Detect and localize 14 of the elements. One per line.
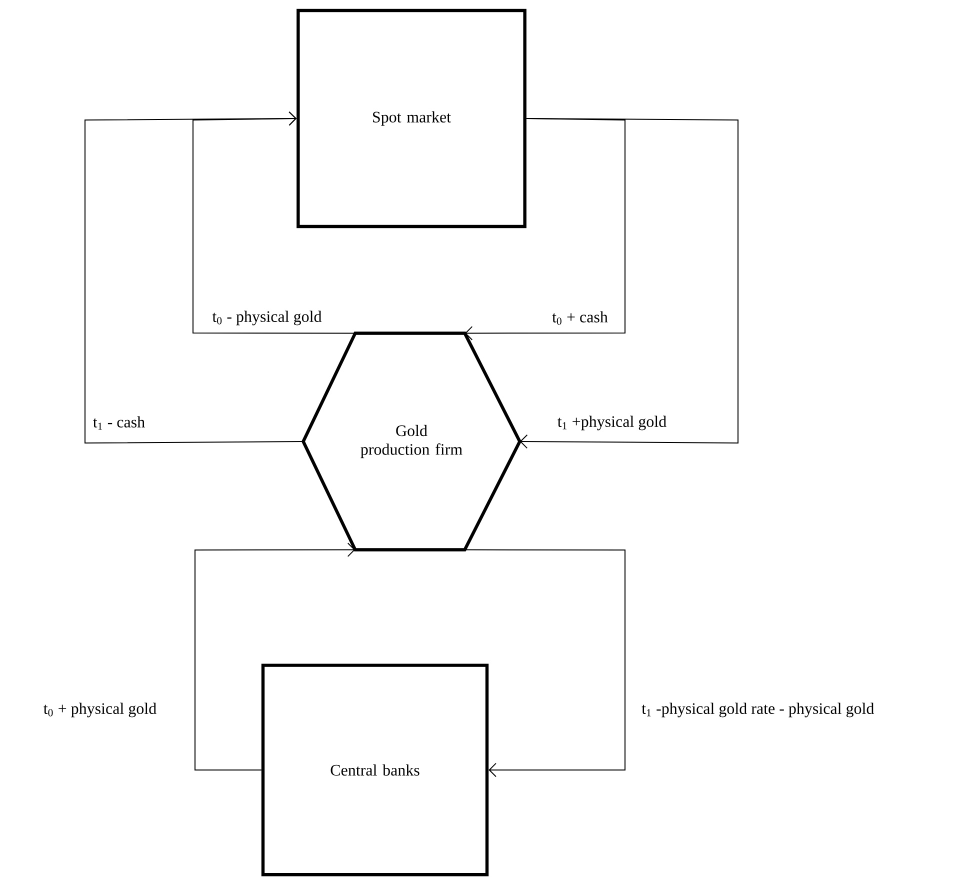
arrow — [194, 542, 356, 770]
arrow — [84, 111, 304, 444]
arrow — [520, 118, 738, 449]
arrow — [464, 118, 626, 340]
edge-label: t$_{0}$ + physical gold — [44, 702, 156, 718]
process-box: Spot market — [296, 8, 526, 228]
edge-label: t$_{0}$ - physical gold — [212, 310, 322, 326]
arrow — [464, 549, 626, 778]
edge-label: t$_{0}$ + cash — [552, 311, 608, 325]
arrow — [192, 111, 356, 334]
edge-label: t$_{1}$ - cash — [93, 416, 145, 430]
edge-label: t$_{1}$ -physical gold rate - physical gold — [642, 702, 874, 718]
edge-label: t$_{1}$ +physical gold — [558, 416, 666, 430]
process-box: Central banks — [261, 664, 489, 876]
